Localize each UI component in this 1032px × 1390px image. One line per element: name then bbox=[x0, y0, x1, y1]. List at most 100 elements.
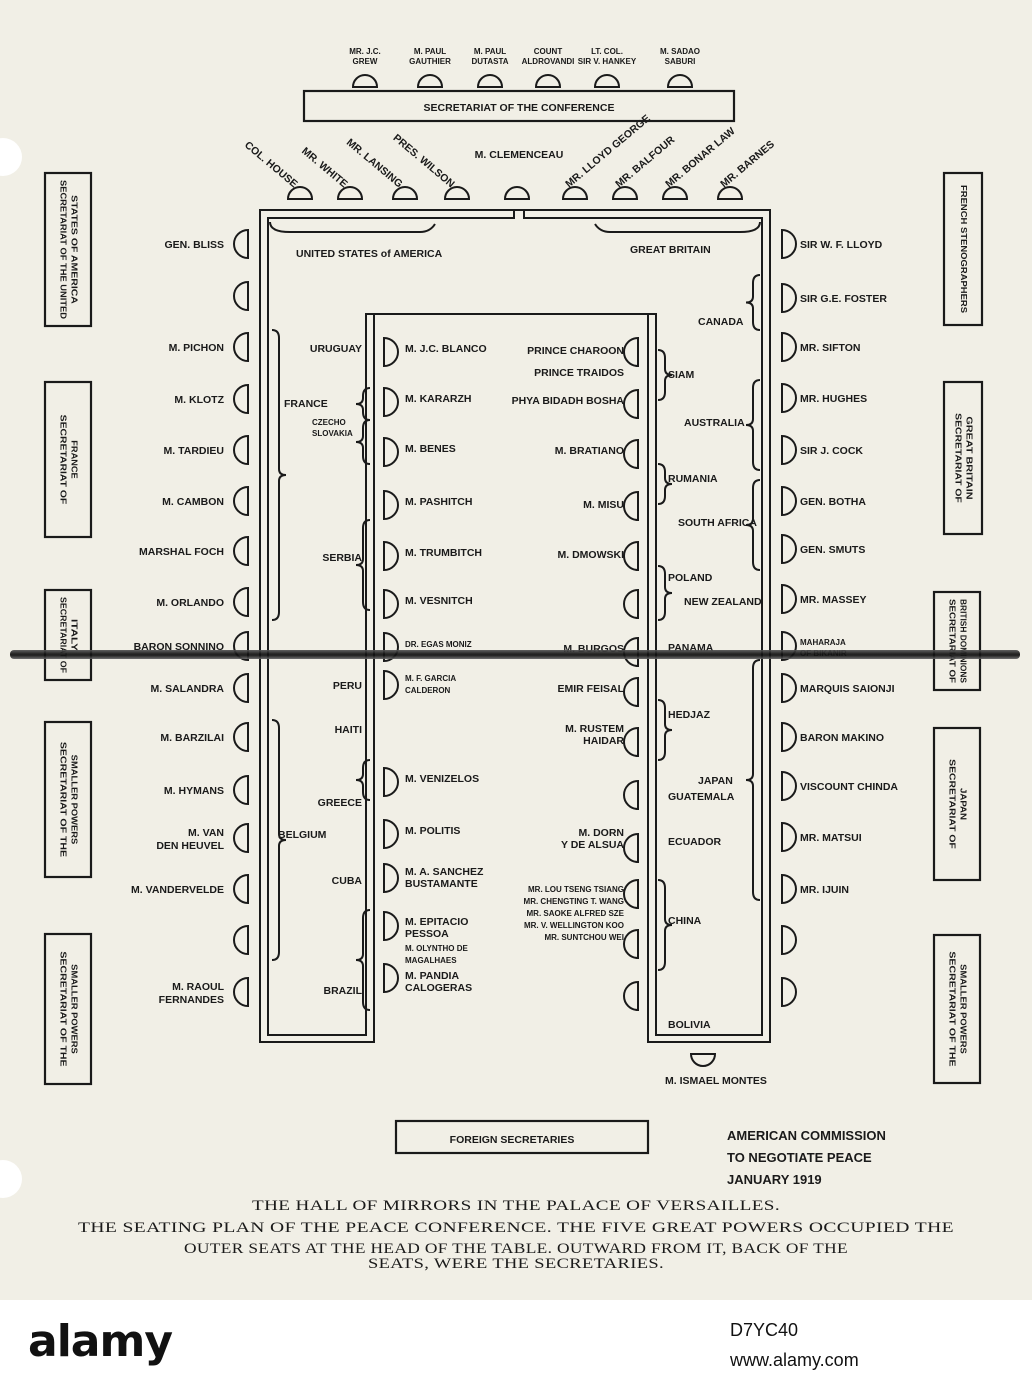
seat bbox=[781, 630, 797, 662]
seat bbox=[689, 1053, 717, 1067]
bracket bbox=[745, 659, 761, 901]
delegate-name: MARSHAL FOCH bbox=[139, 546, 224, 558]
country-label: BELGIUM bbox=[278, 829, 327, 841]
seat bbox=[233, 976, 249, 1008]
delegate-name: M. TRUMBITCH bbox=[405, 547, 482, 559]
secretariat-box bbox=[932, 933, 982, 1085]
delegate-name: GEN. BOTHA bbox=[800, 496, 866, 508]
foreign-secretaries-label: FOREIGN SECRETARIES bbox=[450, 1134, 575, 1146]
seat bbox=[623, 726, 639, 758]
secretariat-box bbox=[942, 380, 984, 536]
secretary-name: COUNT bbox=[534, 47, 563, 56]
delegate-name: M. TARDIEU bbox=[164, 445, 224, 457]
country-label: CZECHO bbox=[312, 418, 346, 427]
delegate-name: VISCOUNT CHINDA bbox=[800, 781, 898, 793]
country-label: SERBIA bbox=[322, 552, 362, 564]
seat bbox=[233, 535, 249, 567]
delegate-name: M. MISU bbox=[583, 499, 624, 511]
seat bbox=[233, 485, 249, 517]
delegate-name: M. EPITACIO bbox=[405, 916, 468, 928]
seat bbox=[383, 588, 399, 620]
secretary-name: SABURI bbox=[665, 57, 696, 66]
seat bbox=[623, 928, 639, 960]
secretariat-box bbox=[43, 932, 93, 1086]
seat bbox=[623, 336, 639, 368]
bracket bbox=[269, 221, 436, 233]
bracket bbox=[355, 419, 371, 465]
secretariat-box bbox=[43, 380, 93, 539]
bracket bbox=[745, 479, 761, 571]
table-right-arm bbox=[523, 209, 771, 1043]
delegate-name: CALOGERAS bbox=[405, 982, 472, 994]
bracket bbox=[745, 274, 761, 331]
seat bbox=[623, 832, 639, 864]
seat bbox=[623, 540, 639, 572]
delegate-name: M. OLYNTHO DE bbox=[405, 944, 468, 953]
delegate-name: M. VENIZELOS bbox=[405, 773, 479, 785]
image-id: D7YC40 bbox=[730, 1320, 799, 1340]
seat bbox=[233, 630, 249, 662]
delegate-name: MR. HUGHES bbox=[800, 393, 867, 405]
seat bbox=[781, 533, 797, 565]
delegate-name: COL. HOUSE bbox=[242, 139, 300, 190]
country-label: CUBA bbox=[332, 875, 363, 887]
seat bbox=[351, 74, 379, 88]
seat bbox=[383, 862, 399, 894]
country-label: FRANCE bbox=[284, 398, 328, 410]
country-label: SOUTH AFRICA bbox=[678, 517, 757, 529]
watermark-strip bbox=[0, 1300, 1032, 1390]
bracket bbox=[745, 379, 761, 471]
seat bbox=[623, 490, 639, 522]
secretariat-text: GREAT BRITAIN bbox=[964, 416, 973, 499]
bracket bbox=[657, 879, 673, 971]
secretariat-text: SECRETARIAT OF THE UNITED bbox=[58, 180, 67, 319]
secretary-name: M. SADAO bbox=[660, 47, 700, 56]
delegate-name: M. PASHITCH bbox=[405, 496, 472, 508]
seat bbox=[623, 676, 639, 708]
seat bbox=[233, 383, 249, 415]
commission-note: TO NEGOTIATE PEACE bbox=[727, 1150, 872, 1165]
delegate-name: M. ISMAEL MONTES bbox=[665, 1075, 767, 1087]
seat bbox=[781, 331, 797, 363]
delegate-name: MR. IJUIN bbox=[800, 884, 849, 896]
seat bbox=[416, 74, 444, 88]
seat bbox=[716, 186, 744, 200]
seat bbox=[383, 669, 399, 701]
photo-fold-crease bbox=[10, 650, 1020, 659]
delegate-name: MR. SIFTON bbox=[800, 342, 860, 354]
delegate-name: MR. MATSUI bbox=[800, 832, 862, 844]
seat bbox=[233, 873, 249, 905]
secretariat-text: JAPAN bbox=[958, 788, 967, 820]
delegate-name: DEN HEUVEL bbox=[156, 840, 224, 852]
delegate-name: M. CLEMENCEAU bbox=[475, 149, 564, 161]
seat bbox=[336, 186, 364, 200]
seat bbox=[476, 74, 504, 88]
delegate-name: MR. MASSEY bbox=[800, 594, 867, 606]
country-label: NEW ZEALAND bbox=[684, 596, 762, 608]
seat bbox=[383, 336, 399, 368]
secretariat-box bbox=[43, 588, 93, 682]
seat bbox=[443, 186, 471, 200]
delegate-name: M. CAMBON bbox=[162, 496, 224, 508]
seat bbox=[233, 331, 249, 363]
seat bbox=[623, 388, 639, 420]
delegate-name: SIR J. COCK bbox=[800, 445, 863, 457]
delegate-name: SIR W. F. LLOYD bbox=[800, 239, 883, 251]
delegate-name: GEN. BLISS bbox=[164, 239, 224, 251]
seat bbox=[781, 924, 797, 956]
country-label: CHINA bbox=[668, 915, 702, 927]
seat bbox=[781, 228, 797, 260]
bracket bbox=[355, 909, 371, 1011]
bracket bbox=[271, 719, 287, 961]
seat bbox=[666, 74, 694, 88]
caption-line: SEATS, WERE THE SECRETARIES. bbox=[368, 1256, 664, 1272]
delegate-name: PRINCE TRAIDOS bbox=[534, 367, 624, 379]
delegate-name: M. VANDERVELDE bbox=[131, 884, 224, 896]
seat bbox=[233, 434, 249, 466]
country-label: ECUADOR bbox=[668, 836, 722, 848]
secretariat-text: FRENCH STENOGRAPHERS bbox=[959, 185, 968, 314]
